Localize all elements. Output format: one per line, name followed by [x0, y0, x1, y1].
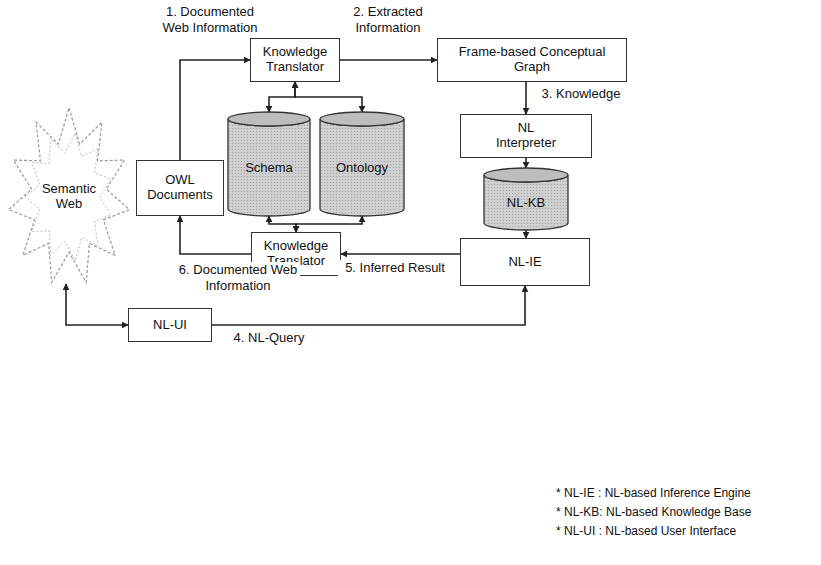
flow-label: 2. Extracted Information	[338, 4, 438, 35]
connector-arrow	[341, 253, 460, 255]
cylinder-top	[228, 112, 310, 126]
connector-arrow	[269, 216, 296, 232]
flow-label: 6. Documented Web Information	[176, 262, 300, 293]
database-cylinder: NL-KB	[484, 168, 568, 230]
database-cylinder: Ontology	[320, 112, 404, 216]
node-label: NL-KB	[503, 196, 549, 211]
connector-arrow	[525, 230, 527, 238]
node-label: OWL Documents	[141, 173, 219, 203]
connector-arrow	[295, 82, 362, 112]
cylinder-body	[484, 175, 568, 230]
flow-label: 5. Inferred Result	[338, 260, 452, 276]
node-label: NL-UI	[149, 318, 191, 333]
interface-box: NL-UI	[128, 308, 212, 342]
starburst-inner	[25, 134, 111, 261]
document-box: OWL Documents	[136, 160, 224, 216]
connector-arrow	[340, 59, 437, 61]
node-label: NL-IE	[504, 255, 545, 270]
cloud-burst: Semantic Web	[6, 106, 132, 288]
process-box: Frame-based Conceptual Graph	[437, 38, 627, 82]
database-cylinder: Schema	[228, 112, 310, 216]
connector-arrow	[296, 216, 362, 232]
node-label: Semantic Web	[35, 182, 103, 212]
connector-arrow	[269, 82, 295, 112]
flow-label: 4. NL-Query	[222, 330, 316, 346]
cylinder-top	[320, 112, 404, 126]
process-box: NL-IE	[460, 238, 590, 286]
node-label: Schema	[241, 161, 297, 176]
connector-arrow	[66, 284, 128, 325]
node-label: Ontology	[332, 161, 392, 176]
legend-note: * NL-KB: NL-based Knowledge Base	[556, 505, 751, 519]
cylinder-body	[320, 119, 404, 216]
connector-arrow	[180, 216, 251, 254]
process-box: NL Interpreter	[460, 114, 592, 158]
connector-arrow	[525, 82, 527, 114]
node-label: Frame-based Conceptual Graph	[443, 45, 621, 75]
starburst	[9, 108, 130, 282]
flow-label: 3. Knowledge	[534, 86, 628, 102]
connector-arrow	[525, 158, 527, 168]
cylinder-body	[228, 119, 310, 216]
legend-note: * NL-IE : NL-based Inference Engine	[556, 486, 751, 500]
node-label: Knowledge Translator	[254, 45, 336, 75]
legend-note: * NL-UI : NL-based User Interface	[556, 524, 736, 538]
node-label: NL Interpreter	[487, 121, 565, 151]
cylinder-top	[484, 168, 568, 182]
process-box: Knowledge Translator	[250, 38, 340, 82]
flow-label: 1. Documented Web Information	[152, 4, 268, 35]
